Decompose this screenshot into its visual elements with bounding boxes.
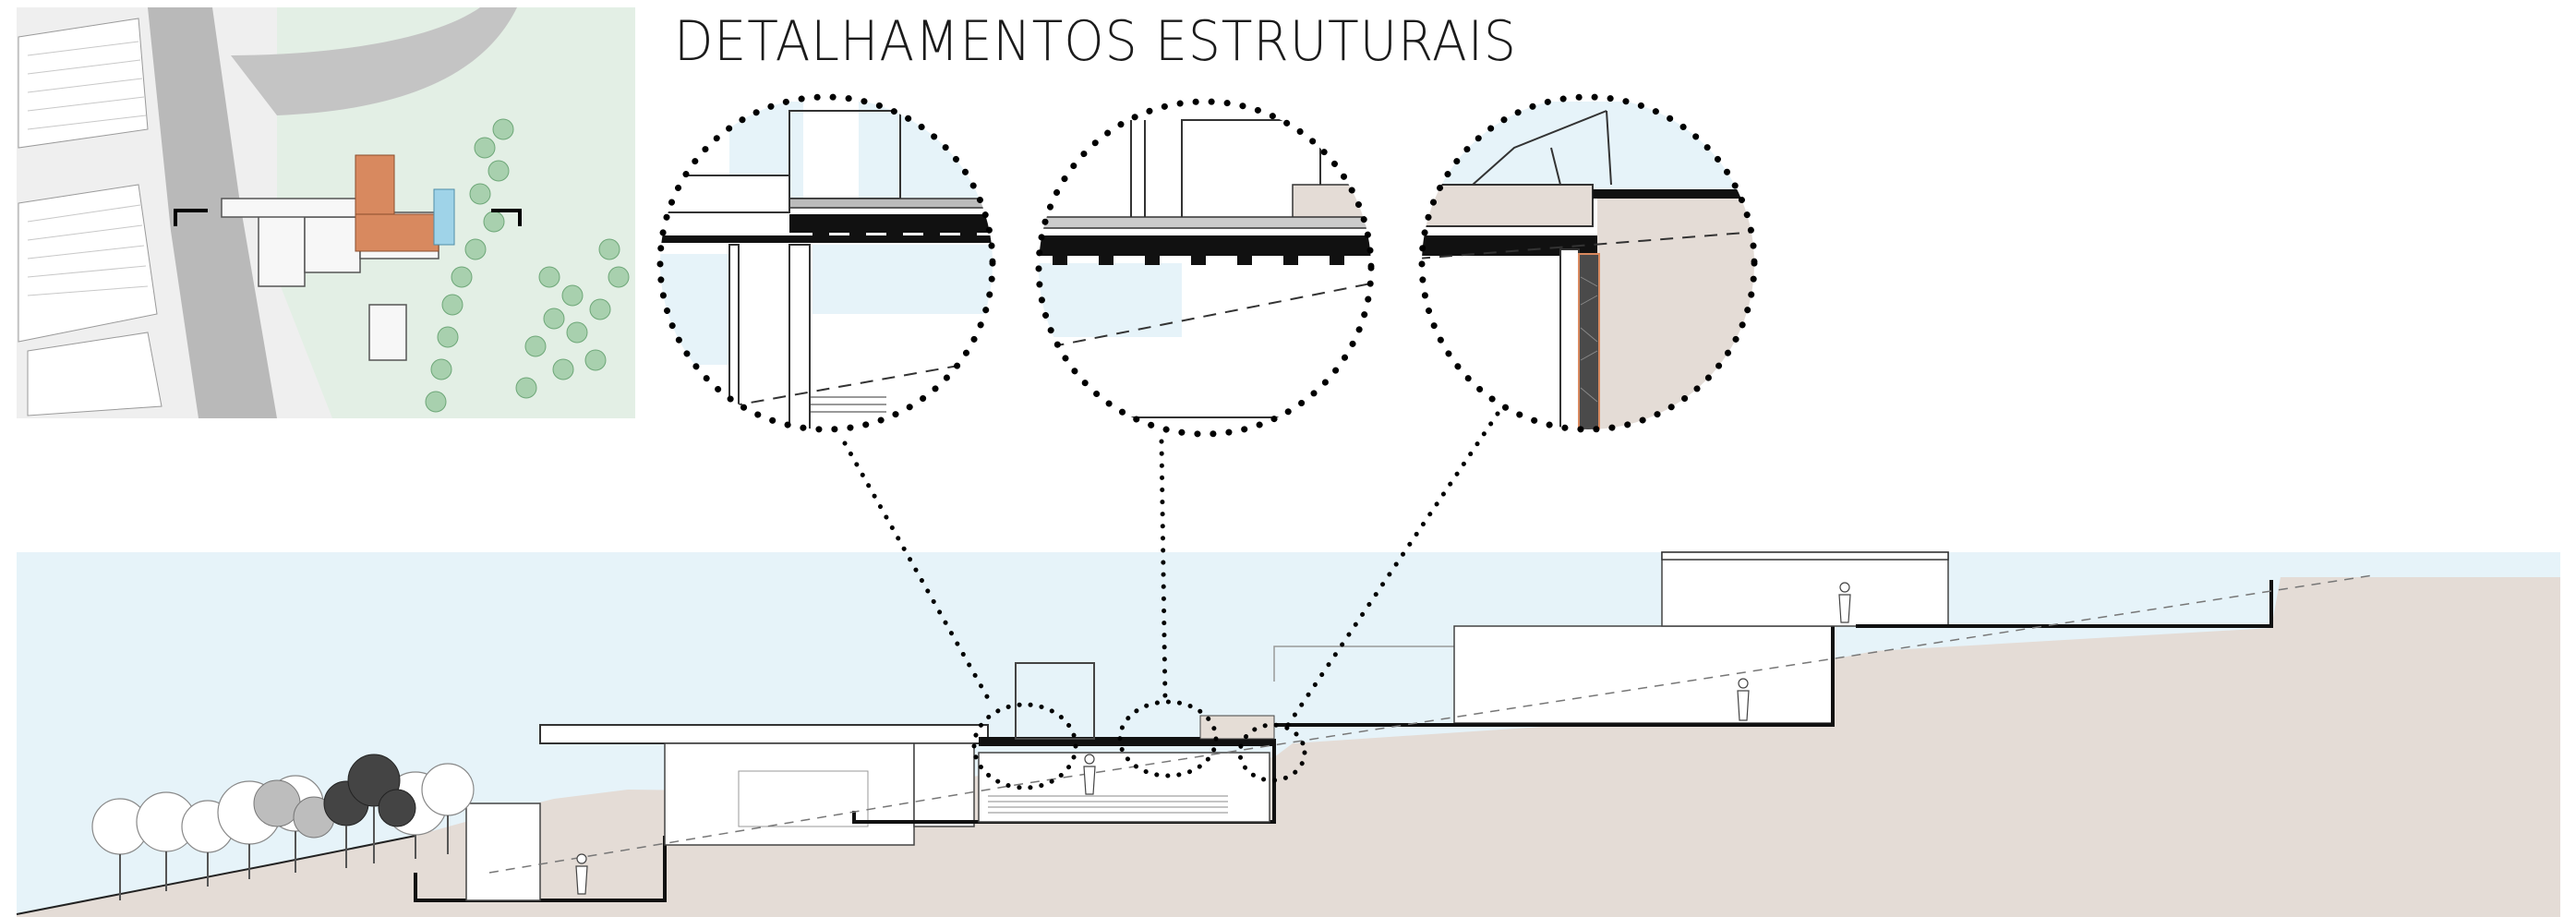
trees [91,754,475,900]
pool [433,188,455,246]
page-title: DETALHAMENTOS ESTRUTURAIS [674,9,1517,74]
terrain [17,577,2560,917]
pergola [1015,662,1095,740]
detail-circle-3 [1418,93,1758,433]
roof-accent [355,154,395,216]
section-elevation [16,411,2560,917]
retaining-wall [1273,646,1459,682]
stairs [988,795,1228,814]
slope-reference-line [488,574,2374,874]
human-figure-icon [1838,582,1851,623]
garage-volume [664,742,915,846]
human-figure-icon [575,853,588,895]
leader-lines [842,411,1500,728]
main-roof-slab [539,724,989,744]
garage-door [738,770,869,827]
top-pavilion [1661,551,1949,627]
human-figure-icon [1737,678,1750,721]
callout-circle-icon [971,699,1307,790]
planter [1199,715,1275,740]
living-volume [978,752,1270,823]
section-marker-icon [491,209,522,226]
stair-core [913,742,975,827]
terrain-line [16,835,416,915]
upper-slab [1274,626,1835,727]
structural-slab [979,737,1274,746]
deck-accent [355,213,439,252]
lower-structure [465,802,541,901]
top-slab [1856,580,2273,628]
detail-circle-2 [1035,98,1375,438]
building-hatch [27,41,149,296]
detail-circle-1 [656,93,996,433]
top-roof [1661,551,1949,561]
section-marker-icon [174,209,208,226]
human-figure-icon [1083,754,1096,795]
site-plan [17,7,635,418]
neighbor-buildings [18,18,163,416]
upper-volume [1453,625,1834,724]
road [148,7,277,418]
tree-canopy [425,118,630,413]
access-road [231,7,517,115]
